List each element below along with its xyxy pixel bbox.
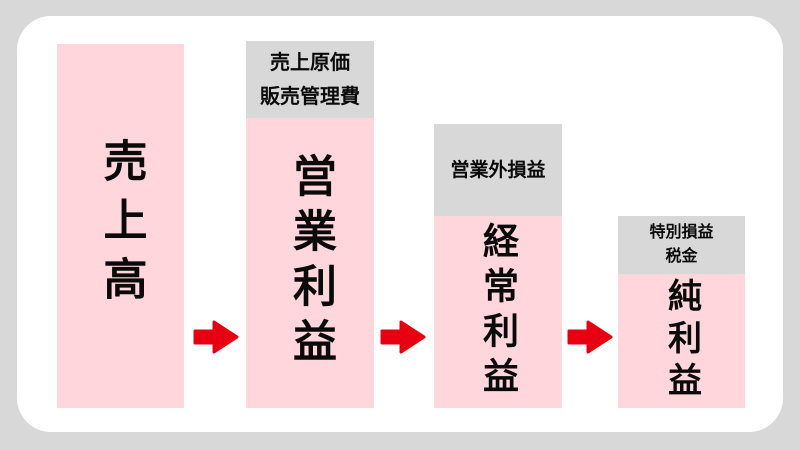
deduction-line: 販売管理費 bbox=[260, 85, 360, 108]
column-net-profit-deduction: 特別損益 税金 bbox=[618, 216, 745, 274]
column-net-profit-bar: 純利益 bbox=[618, 274, 745, 408]
column-operating-profit-deduction: 売上原価 販売管理費 bbox=[246, 41, 374, 118]
right-arrow-icon bbox=[193, 318, 239, 356]
column-operating-profit: 売上原価 販売管理費 営業利益 bbox=[246, 41, 374, 408]
deduction-line: 営業外損益 bbox=[450, 159, 546, 181]
deduction-line: 税金 bbox=[665, 248, 698, 265]
column-ordinary-profit-label: 経常利益 bbox=[478, 222, 519, 402]
column-ordinary-profit: 営業外損益 経常利益 bbox=[434, 124, 562, 408]
column-operating-profit-bar: 営業利益 bbox=[246, 118, 374, 408]
column-ordinary-profit-deduction: 営業外損益 bbox=[434, 124, 562, 216]
column-ordinary-profit-bar: 経常利益 bbox=[434, 216, 562, 408]
deduction-line: 売上原価 bbox=[270, 51, 350, 74]
column-net-profit-label: 純利益 bbox=[662, 278, 701, 404]
right-arrow-icon bbox=[567, 318, 613, 356]
right-arrow-icon bbox=[380, 318, 426, 356]
column-sales-bar: 売上高 bbox=[57, 44, 184, 408]
deduction-line: 特別損益 bbox=[649, 224, 714, 241]
column-sales: 売上高 bbox=[57, 44, 184, 408]
column-operating-profit-label: 営業利益 bbox=[286, 153, 335, 373]
column-net-profit: 特別損益 税金 純利益 bbox=[618, 216, 745, 408]
column-sales-label: 売上高 bbox=[96, 137, 146, 315]
